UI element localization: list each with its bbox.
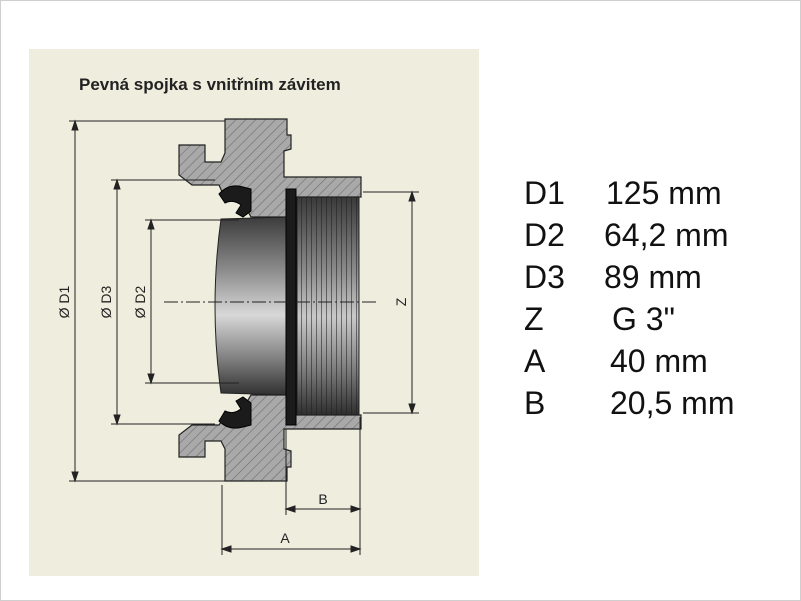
spec-value: 20,5 mm xyxy=(610,385,735,421)
spec-row-d3: D3 89 mm xyxy=(524,256,784,298)
flat-gasket xyxy=(285,188,297,426)
label-b: B xyxy=(318,491,327,507)
spec-value: 125 mm xyxy=(606,175,722,211)
label-a: A xyxy=(280,530,290,546)
spec-value: G 3" xyxy=(612,301,675,337)
upper-seal xyxy=(218,185,252,218)
spec-value: 89 mm xyxy=(604,259,702,295)
spec-row-a: A 40 mm xyxy=(524,340,784,382)
dimension-d2 xyxy=(145,218,239,385)
spec-key: Z xyxy=(524,301,544,337)
dimension-a xyxy=(220,485,362,555)
spec-value: 64,2 mm xyxy=(604,217,729,253)
lower-body-section xyxy=(178,394,362,482)
spec-value: 40 mm xyxy=(610,343,708,379)
dimension-d3 xyxy=(111,178,215,426)
label-d2: Ø D2 xyxy=(132,285,148,318)
label-d3: Ø D3 xyxy=(98,285,114,318)
spec-key: D2 xyxy=(524,217,565,253)
technical-drawing-panel: Pevná spojka s vnitřním závitem xyxy=(29,49,479,576)
spec-key: D3 xyxy=(524,259,565,295)
coupling-cross-section: Ø D1 Ø D3 Ø D2 Z B A xyxy=(56,118,419,555)
spec-row-z: Z G 3" xyxy=(524,298,784,340)
spec-row-d2: D2 64,2 mm xyxy=(524,214,784,256)
spec-row-d1: D1 125 mm xyxy=(524,172,784,214)
spec-row-b: B 20,5 mm xyxy=(524,382,784,424)
label-z: Z xyxy=(393,297,409,306)
drawing-title: Pevná spojka s vnitřním závitem xyxy=(79,75,341,94)
spec-key: D1 xyxy=(524,175,565,211)
label-d1: Ø D1 xyxy=(56,285,72,318)
spec-table: D1 125 mm D2 64,2 mm D3 89 mm Z G 3" A 4… xyxy=(524,172,784,424)
spec-key: B xyxy=(524,385,546,421)
spec-key: A xyxy=(524,343,546,379)
lower-seal xyxy=(218,396,252,429)
dimension-b xyxy=(284,417,362,555)
dimension-d1 xyxy=(69,119,225,483)
bore-surface xyxy=(214,216,292,396)
dimension-z xyxy=(363,190,419,415)
